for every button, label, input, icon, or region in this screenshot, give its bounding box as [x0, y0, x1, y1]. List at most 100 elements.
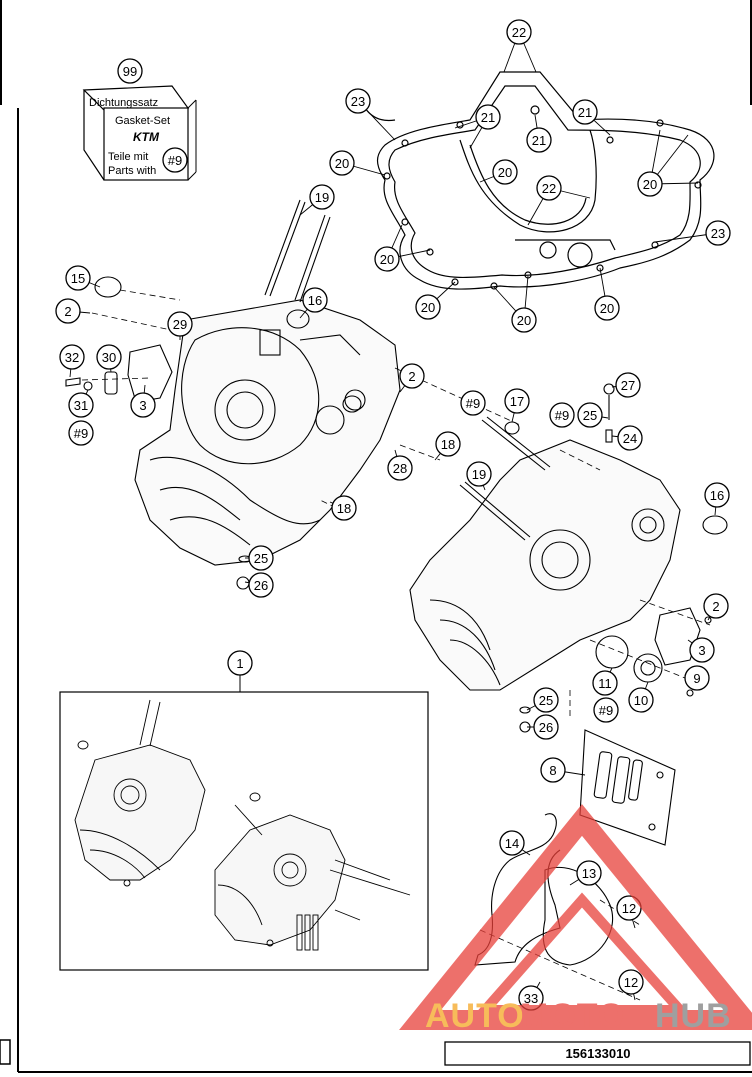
left-crankcase-half-drawing — [65, 199, 401, 590]
callout-20[interactable]: 20 — [374, 246, 400, 272]
callout-22[interactable]: 22 — [506, 19, 532, 45]
callout-circle — [628, 687, 654, 713]
callout-19[interactable]: 19 — [309, 184, 335, 210]
callout-label: 32 — [65, 350, 79, 365]
callout-29[interactable]: 29 — [167, 311, 193, 337]
callout-2[interactable]: 2 — [703, 593, 729, 619]
callout-10[interactable]: 10 — [628, 687, 654, 713]
callout-circle — [248, 572, 274, 598]
callout-circle — [329, 150, 355, 176]
callout-99[interactable] — [117, 58, 143, 84]
callout-circle — [309, 184, 335, 210]
callout-25[interactable]: 25 — [533, 687, 559, 713]
callout-31[interactable]: 31 — [68, 392, 94, 418]
callout-label: 23 — [351, 94, 365, 109]
callout-label: 20 — [643, 177, 657, 192]
callout-30[interactable]: 30 — [96, 344, 122, 370]
callout-circle — [387, 455, 413, 481]
callout-20[interactable]: 20 — [637, 171, 663, 197]
callout-18[interactable]: 18 — [331, 495, 357, 521]
callout-2[interactable]: 2 — [399, 363, 425, 389]
callout-20[interactable]: 20 — [415, 294, 441, 320]
callout-label: #9 — [74, 426, 88, 441]
callout-2[interactable]: 2 — [55, 298, 81, 324]
callout-15[interactable]: 15 — [65, 265, 91, 291]
callout-24[interactable]: 24 — [617, 425, 643, 451]
callout-circle — [460, 390, 486, 416]
callout-21[interactable]: 21 — [526, 127, 552, 153]
callout-25[interactable]: 25 — [248, 545, 274, 571]
callout-20[interactable]: 20 — [492, 159, 518, 185]
callout-label: 22 — [542, 181, 556, 196]
callout-circle — [68, 420, 94, 446]
callout-circle — [549, 402, 575, 428]
callout-circle — [615, 372, 641, 398]
callout-circle — [689, 637, 715, 663]
callout-circle — [572, 99, 598, 125]
callout-16[interactable]: 16 — [704, 482, 730, 508]
callout-circle — [65, 265, 91, 291]
callout-circle — [684, 665, 710, 691]
callout-circle — [167, 311, 193, 337]
callout-21[interactable]: 21 — [572, 99, 598, 125]
callout-label: 2 — [64, 304, 71, 319]
callout-ref-9[interactable]: #9 — [460, 390, 486, 416]
callout-28[interactable]: 28 — [387, 455, 413, 481]
callout-label: 17 — [510, 394, 524, 409]
callout-label: 26 — [539, 720, 553, 735]
callout-12[interactable]: 12 — [616, 895, 642, 921]
callout-18[interactable]: 18 — [435, 431, 461, 457]
crankcase-assembly-box — [59, 675, 429, 971]
callout-16[interactable]: 16 — [302, 287, 328, 313]
callout-9[interactable]: 9 — [684, 665, 710, 691]
automotohub-watermark: AUTO MOTO HUB — [399, 804, 752, 1035]
callout-ref-9[interactable]: #9 — [68, 420, 94, 446]
callout-32[interactable]: 32 — [59, 344, 85, 370]
callout-21[interactable]: 21 — [475, 104, 501, 130]
callout-label: 28 — [393, 461, 407, 476]
callout-19[interactable]: 19 — [466, 461, 492, 487]
callout-33[interactable]: 33 — [518, 985, 544, 1011]
callout-label: 25 — [539, 693, 553, 708]
callout-circle — [130, 392, 156, 418]
callout-20[interactable]: 20 — [594, 295, 620, 321]
callout-17[interactable]: 17 — [504, 388, 530, 414]
callout-20[interactable]: 20 — [329, 150, 355, 176]
callout-27[interactable]: 27 — [615, 372, 641, 398]
callout-3[interactable]: 3 — [689, 637, 715, 663]
callout-1[interactable]: 1 — [227, 650, 253, 676]
callout-9-box[interactable] — [162, 147, 188, 173]
gasket-box-text-en2: Parts with — [108, 165, 156, 177]
callout-circle — [248, 545, 274, 571]
callout-label: 27 — [621, 378, 635, 393]
callout-13[interactable]: 13 — [576, 860, 602, 886]
callout-22[interactable]: 22 — [536, 175, 562, 201]
callout-circle — [504, 388, 530, 414]
callout-26[interactable]: 26 — [533, 714, 559, 740]
callout-12[interactable]: 12 — [618, 969, 644, 995]
callout-circle — [540, 757, 566, 783]
part-number: 156133010 — [565, 1046, 630, 1061]
callout-11[interactable]: 11 — [592, 670, 618, 696]
callout-label: 14 — [505, 836, 519, 851]
callout-label: 21 — [532, 133, 546, 148]
callout-label: 1 — [236, 656, 243, 671]
callout-20[interactable]: 20 — [511, 307, 537, 333]
callout-ref-9[interactable]: #9 — [549, 402, 575, 428]
callout-circle — [592, 670, 618, 696]
callout-23[interactable]: 23 — [345, 88, 371, 114]
callout-3[interactable]: 3 — [130, 392, 156, 418]
callout-ref-9[interactable]: #9 — [593, 697, 619, 723]
callout-label: 13 — [582, 866, 596, 881]
callout-25[interactable]: 25 — [577, 402, 603, 428]
callout-label: #9 — [555, 408, 569, 423]
callout-26[interactable]: 26 — [248, 572, 274, 598]
callout-8[interactable]: 8 — [540, 757, 566, 783]
callout-label: 21 — [578, 105, 592, 120]
part-number-box: 156133010 — [444, 1041, 751, 1066]
callout-circle — [302, 287, 328, 313]
callout-14[interactable]: 14 — [499, 830, 525, 856]
callout-circle — [345, 88, 371, 114]
callout-23[interactable]: 23 — [705, 220, 731, 246]
